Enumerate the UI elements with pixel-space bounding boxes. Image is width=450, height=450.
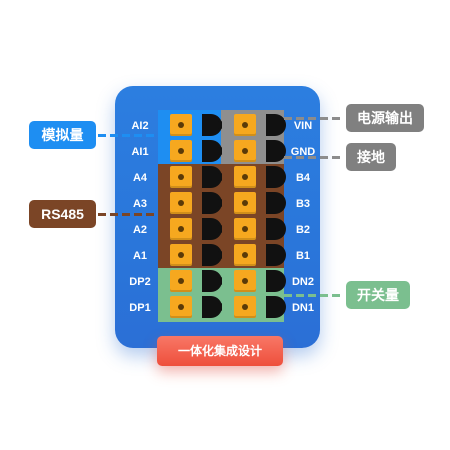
switch-connector bbox=[284, 294, 344, 297]
screw-terminal-left bbox=[170, 114, 192, 136]
screw-terminal-left bbox=[170, 244, 192, 266]
row-label-left: A2 bbox=[132, 224, 148, 236]
ground-connector bbox=[284, 156, 344, 159]
wire-clamp-left bbox=[202, 270, 222, 292]
row-label-right: VIN bbox=[293, 120, 313, 132]
wire-clamp-left bbox=[202, 218, 222, 240]
wire-clamp-left bbox=[202, 296, 222, 318]
row-label-right: DN2 bbox=[291, 276, 314, 288]
wire-clamp-right bbox=[266, 192, 286, 214]
row-label-left: A3 bbox=[132, 198, 148, 210]
rs485-callout: RS485 bbox=[29, 200, 96, 228]
terminal-separator bbox=[218, 173, 222, 181]
screw-terminal-right bbox=[234, 244, 256, 266]
row-label-left: DP2 bbox=[129, 276, 151, 288]
row-label-right: B2 bbox=[295, 224, 311, 236]
screw-terminal-left bbox=[170, 218, 192, 240]
terminal-row bbox=[163, 164, 286, 190]
terminal-separator bbox=[218, 277, 222, 285]
analog-callout: 模拟量 bbox=[29, 121, 96, 149]
wire-clamp-right bbox=[266, 296, 286, 318]
row-label-right: B3 bbox=[295, 198, 311, 210]
terminal-row bbox=[163, 138, 286, 164]
screw-terminal-right bbox=[234, 218, 256, 240]
row-label-left: AI2 bbox=[131, 120, 149, 132]
row-label-right: DN1 bbox=[291, 302, 314, 314]
terminal-separator bbox=[218, 121, 222, 129]
terminal-separator bbox=[218, 199, 222, 207]
terminal-row bbox=[163, 216, 286, 242]
screw-terminal-right bbox=[234, 114, 256, 136]
row-label-left: AI1 bbox=[131, 146, 149, 158]
terminal-separator bbox=[218, 251, 222, 259]
switch-callout: 开关量 bbox=[346, 281, 410, 309]
terminal-row bbox=[163, 190, 286, 216]
wire-clamp-right bbox=[266, 218, 286, 240]
wire-clamp-right bbox=[266, 114, 286, 136]
screw-terminal-right bbox=[234, 296, 256, 318]
screw-terminal-right bbox=[234, 270, 256, 292]
screw-terminal-right bbox=[234, 192, 256, 214]
screw-terminal-left bbox=[170, 166, 192, 188]
wire-clamp-right bbox=[266, 270, 286, 292]
wire-clamp-right bbox=[266, 244, 286, 266]
power-connector bbox=[284, 117, 344, 120]
terminal-row bbox=[163, 294, 286, 320]
wire-clamp-left bbox=[202, 244, 222, 266]
screw-terminal-left bbox=[170, 296, 192, 318]
terminal-row bbox=[163, 242, 286, 268]
wire-clamp-left bbox=[202, 166, 222, 188]
analog-connector bbox=[98, 134, 160, 137]
wire-clamp-left bbox=[202, 114, 222, 136]
row-label-right: B4 bbox=[295, 172, 311, 184]
power-output-callout: 电源输出 bbox=[346, 104, 424, 132]
wire-clamp-right bbox=[266, 140, 286, 162]
wire-clamp-left bbox=[202, 192, 222, 214]
terminal-separator bbox=[218, 303, 222, 311]
screw-terminal-left bbox=[170, 140, 192, 162]
screw-terminal-right bbox=[234, 166, 256, 188]
screw-terminal-left bbox=[170, 270, 192, 292]
row-label-left: A1 bbox=[132, 250, 148, 262]
wire-clamp-left bbox=[202, 140, 222, 162]
screw-terminal-left bbox=[170, 192, 192, 214]
integrated-design-banner: 一体化集成设计 bbox=[157, 336, 283, 366]
row-label-left: A4 bbox=[132, 172, 148, 184]
terminal-separator bbox=[218, 147, 222, 155]
row-label-left: DP1 bbox=[129, 302, 151, 314]
terminal-row bbox=[163, 112, 286, 138]
row-label-right: GND bbox=[290, 146, 316, 158]
terminal-row bbox=[163, 268, 286, 294]
rs485-connector bbox=[98, 213, 160, 216]
wire-clamp-right bbox=[266, 166, 286, 188]
terminal-separator bbox=[218, 225, 222, 233]
ground-callout: 接地 bbox=[346, 143, 396, 171]
screw-terminal-right bbox=[234, 140, 256, 162]
row-label-right: B1 bbox=[295, 250, 311, 262]
